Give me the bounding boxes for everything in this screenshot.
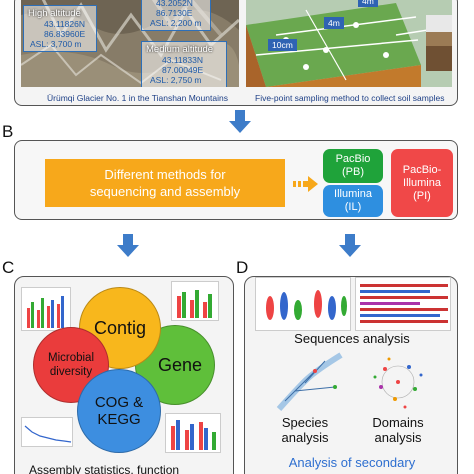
panel-letter-b: B bbox=[2, 122, 14, 141]
violin-plot-thumbnail bbox=[255, 277, 351, 331]
bar-chart-thumbnail-2 bbox=[171, 281, 219, 321]
caption-glacier: Ürümqi Glacier No. 1 in the Tianshan Mou… bbox=[47, 93, 228, 103]
down-arrow-right-icon bbox=[339, 234, 361, 257]
high-altitude-lat: 43.11826N bbox=[44, 19, 85, 29]
illumina-box: Illumina (IL) bbox=[323, 185, 383, 217]
species-tree-thumbnail bbox=[275, 351, 345, 413]
pacbio-box: PacBio (PB) bbox=[323, 149, 383, 183]
bar-chart-thumbnail-3 bbox=[165, 413, 221, 453]
down-arrow-left-icon bbox=[117, 234, 139, 257]
cog-kegg-label: COG & KEGG bbox=[94, 394, 144, 428]
cog-kegg-circle: COG & KEGG bbox=[77, 369, 161, 453]
dimension-4m-side: 4m bbox=[324, 17, 344, 29]
caption-sampling: Five-point sampling method to collect so… bbox=[255, 93, 445, 103]
high-altitude-box: High altitude 43.11826N 86.83960E ASL: 3… bbox=[23, 5, 97, 52]
methods-box: Different methods for sequencing and ass… bbox=[45, 159, 285, 207]
low-altitude-asl: ASL: 2,200 m bbox=[150, 18, 202, 28]
hybrid-box: PacBio-Illumina (PI) bbox=[391, 149, 453, 217]
low-altitude-box: 43.2052N 86.7130E ASL: 2,200 m bbox=[141, 0, 211, 31]
sequences-analysis-label: Sequences analysis bbox=[294, 331, 410, 346]
medium-altitude-box: Medium altitude 43.11833N 87.00049E ASL:… bbox=[141, 41, 227, 87]
bar-chart-thumbnail-3-graphic bbox=[171, 420, 216, 450]
line-chart-thumbnail bbox=[21, 417, 73, 447]
contig-circle: Contig bbox=[79, 287, 161, 369]
medium-altitude-lon: 87.00049E bbox=[162, 65, 204, 75]
satellite-image: High altitude 43.11826N 86.83960E ASL: 3… bbox=[21, 0, 239, 87]
illumina-label: Illumina (IL) bbox=[334, 188, 372, 213]
right-arrow-icon bbox=[293, 176, 318, 192]
panel-d-analysis: Sequences analysis Species analysis Doma… bbox=[244, 276, 458, 474]
high-altitude-lon: 86.83960E bbox=[44, 29, 86, 39]
bar-chart-thumbnail-graphic bbox=[27, 296, 64, 328]
dimension-10cm: 10cm bbox=[268, 39, 297, 51]
medium-altitude-title: Medium altitude bbox=[146, 44, 214, 55]
sequence-alignment-graphic bbox=[360, 284, 448, 323]
panel-b-methods: Different methods for sequencing and ass… bbox=[14, 140, 458, 220]
species-tree-graphic bbox=[276, 352, 343, 411]
secondary-analysis-label: Analysis of secondary bbox=[288, 455, 416, 470]
microbial-diversity-label: Microbial diversity bbox=[47, 352, 94, 378]
sampling-field: 4m 4m 10cm bbox=[246, 0, 452, 87]
panel-letter-c: C bbox=[2, 258, 15, 277]
bar-chart-thumbnail-2-graphic bbox=[177, 290, 212, 318]
domains-analysis-label: Domains analysis bbox=[372, 415, 424, 445]
panel-c-assembly: Gene Contig Microbial diversity COG & KE… bbox=[14, 276, 234, 474]
low-altitude-lon: 86.7130E bbox=[156, 8, 193, 18]
soil-core-sample bbox=[426, 15, 452, 71]
species-analysis-label: Species analysis bbox=[281, 415, 329, 445]
domains-network-graphic bbox=[373, 357, 423, 409]
medium-altitude-asl: ASL: 2,750 m bbox=[150, 75, 202, 85]
medium-altitude-lat: 43.11833N bbox=[162, 55, 203, 65]
pacbio-label: PacBio (PB) bbox=[335, 153, 371, 178]
domains-network-thumbnail bbox=[365, 349, 431, 415]
hybrid-label: PacBio-Illumina (PI) bbox=[402, 163, 442, 202]
violin-plot-thumbnail-graphic bbox=[266, 290, 347, 320]
dimension-4m-top: 4m bbox=[358, 0, 378, 7]
gene-label: Gene bbox=[157, 354, 203, 375]
methods-label: Different methods for sequencing and ass… bbox=[89, 167, 241, 199]
high-altitude-title: High altitude bbox=[28, 8, 81, 19]
bar-chart-thumbnail bbox=[21, 287, 71, 331]
panel-a-sampling: High altitude 43.11826N 86.83960E ASL: 3… bbox=[14, 0, 458, 106]
sequence-alignment-thumbnail bbox=[355, 277, 451, 331]
panel-letter-d: D bbox=[236, 258, 249, 277]
assembly-statistics-label: Assembly statistics, function bbox=[29, 463, 180, 474]
line-chart-thumbnail-graphic bbox=[24, 425, 72, 443]
low-altitude-lat: 43.2052N bbox=[156, 0, 193, 8]
soil-plot-illustration bbox=[246, 0, 452, 87]
contig-label: Contig bbox=[93, 317, 147, 338]
high-altitude-asl: ASL: 3,700 m bbox=[30, 39, 82, 49]
down-arrow-icon bbox=[229, 110, 251, 133]
